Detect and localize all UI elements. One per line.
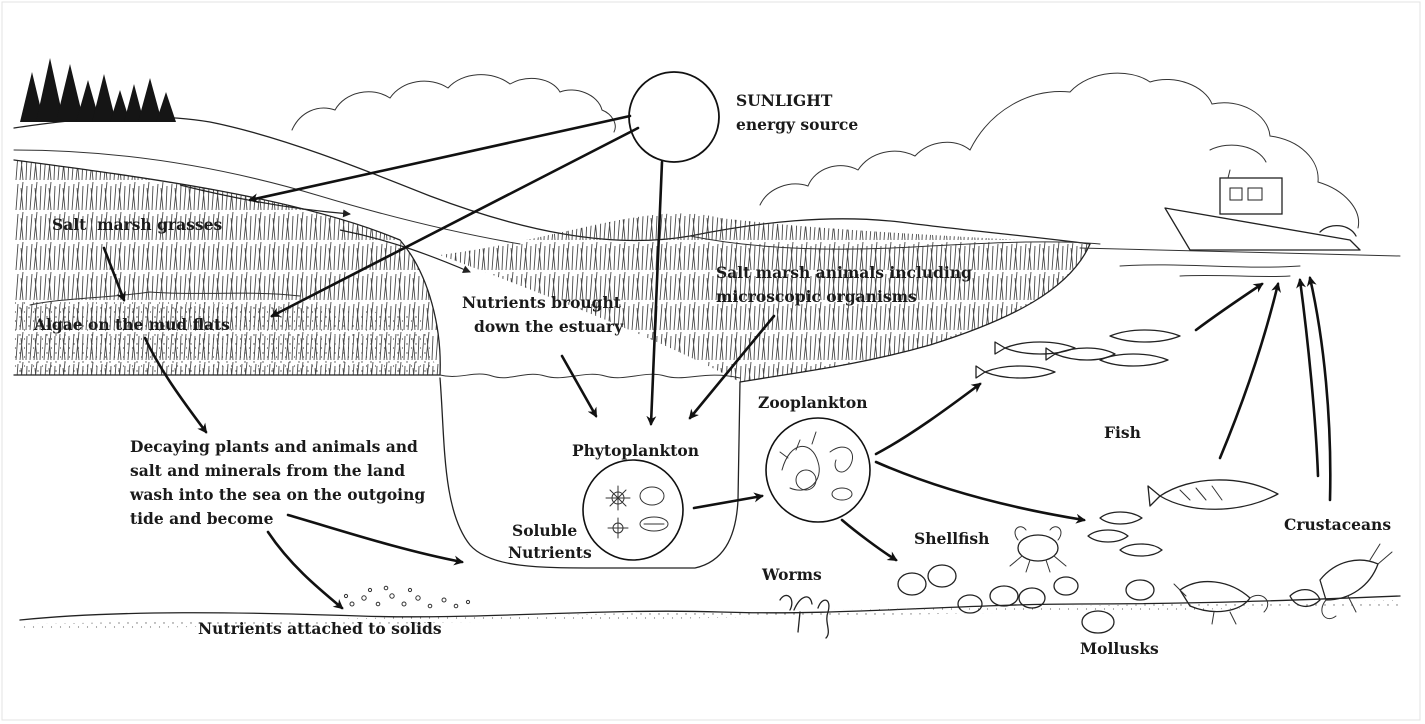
- sunlight-sublabel: energy source: [736, 115, 858, 134]
- sunlight-label: SUNLIGHT: [736, 91, 833, 110]
- soluble-nutrients-label-2: Nutrients: [508, 543, 592, 562]
- decaying-label-1: Decaying plants and animals and: [130, 437, 418, 456]
- crustaceans-label: Crustaceans: [1284, 515, 1391, 534]
- soluble-nutrients-label: Soluble: [512, 521, 577, 540]
- nutrients-estuary-label-2: down the estuary: [474, 317, 624, 336]
- marsh-animals-label-2: microscopic organisms: [716, 287, 917, 306]
- phytoplankton-circle: [583, 460, 683, 560]
- sun-icon: [629, 72, 719, 162]
- zooplankton-circle: [766, 418, 870, 522]
- worms-label: Worms: [761, 565, 822, 584]
- phytoplankton-label: Phytoplankton: [572, 441, 699, 460]
- algae-label: Algae on the mud flats: [33, 315, 230, 334]
- marsh-animals-label: Salt marsh animals including: [716, 263, 972, 282]
- shellfish-label: Shellfish: [914, 529, 989, 548]
- zooplankton-label: Zooplankton: [758, 393, 868, 412]
- decaying-label-2: salt and minerals from the land: [130, 461, 405, 480]
- nutrients-solids-label: Nutrients attached to solids: [198, 619, 442, 638]
- decaying-label-4: tide and become: [130, 509, 274, 528]
- mollusks-label: Mollusks: [1080, 639, 1159, 658]
- salt-marsh-grasses-label: Salt marsh grasses: [52, 215, 222, 234]
- fish-label: Fish: [1104, 423, 1141, 442]
- nutrients-estuary-label: Nutrients brought: [462, 293, 622, 312]
- decaying-label-3: wash into the sea on the outgoing: [129, 485, 425, 504]
